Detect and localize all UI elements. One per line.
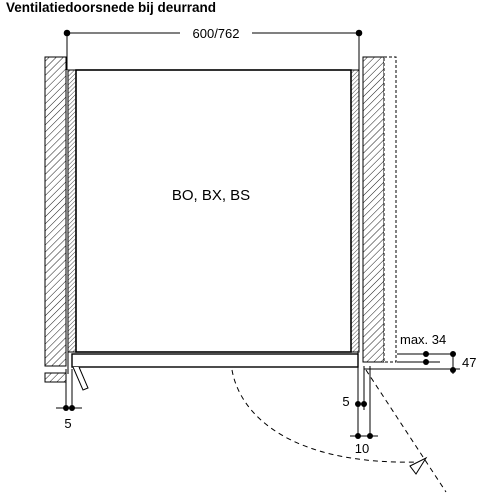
swing-arrow-icon	[409, 456, 428, 475]
max-gap-label: max. 34	[400, 332, 446, 347]
right-10-label: 10	[355, 441, 369, 456]
left-wall-base	[44, 372, 67, 383]
model-label: BO, BX, BS	[172, 187, 250, 204]
door-swing-path	[231, 369, 447, 493]
right-gap-label: 5	[342, 394, 349, 409]
depth-47-label: 47	[462, 355, 476, 370]
diagram-title: Ventilatiedoorsnede bij deurrand	[6, 0, 217, 15]
depth-47-dimension: 47	[364, 351, 476, 374]
right-gap-dimension: 5 10	[342, 366, 378, 456]
oven-left-panel	[67, 69, 77, 353]
oven-right-panel	[350, 69, 360, 353]
oven-body	[75, 69, 352, 353]
width-dimension: 600/762	[63, 24, 363, 70]
left-gap-dimension: 5	[56, 369, 82, 431]
left-gap-label: 5	[64, 416, 71, 431]
max-34-dimension: max. 34	[397, 332, 446, 365]
right-wall-outline	[383, 56, 397, 363]
left-cabinet-wall	[44, 56, 67, 367]
oven-door	[67, 352, 359, 391]
right-cabinet-wall	[362, 56, 385, 363]
width-dimension-label: 600/762	[193, 26, 240, 41]
